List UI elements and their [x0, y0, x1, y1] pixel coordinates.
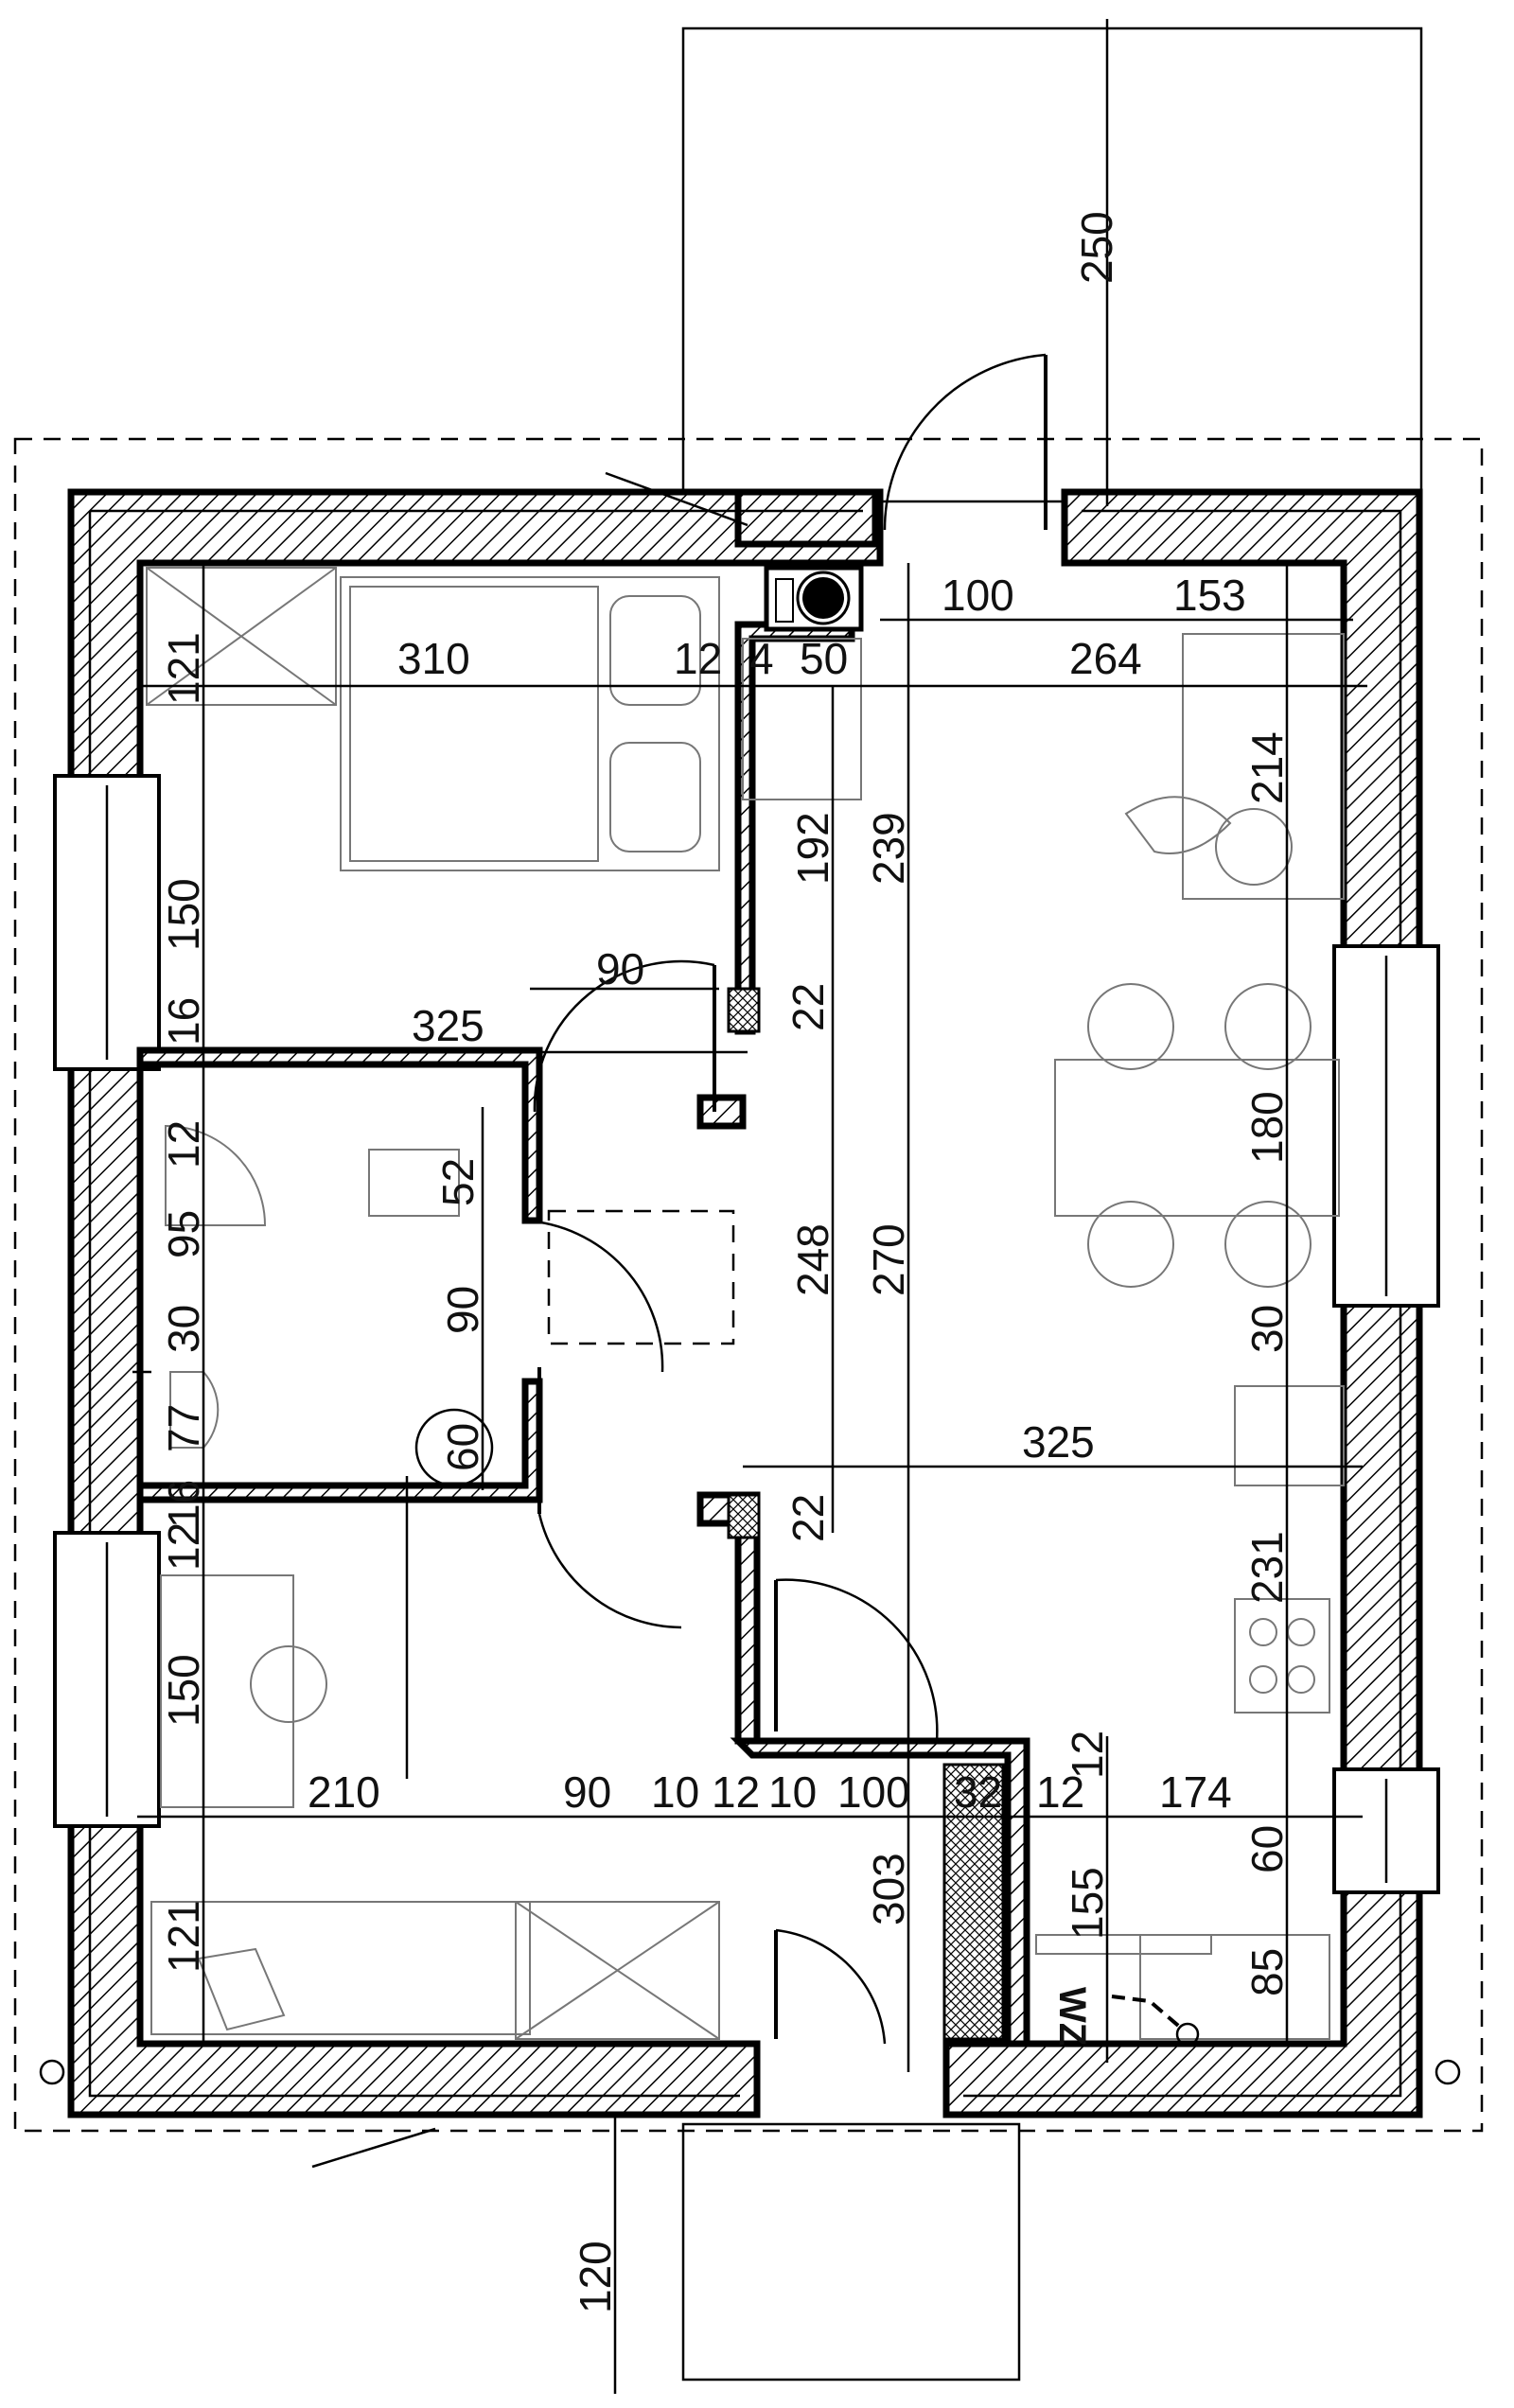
tag-label: WZ: [1051, 1987, 1093, 2046]
dim-label: 4: [749, 634, 774, 683]
vent-duct-2: [727, 1493, 761, 1539]
dim-label: 12: [674, 634, 722, 683]
dim-label: 100: [837, 1767, 910, 1817]
dim-label: 264: [1069, 634, 1142, 683]
dim-label: 325: [1022, 1417, 1095, 1467]
dim-label: 325: [412, 1001, 484, 1050]
dim-label: 10: [768, 1767, 817, 1817]
dim-label: 30: [159, 1305, 208, 1353]
dim-label: 12: [159, 1120, 208, 1169]
dim-label: 12: [1063, 1731, 1112, 1779]
dim-label: 77: [159, 1404, 208, 1452]
dim-label: 121: [159, 1900, 208, 1973]
dim-label: 95: [159, 1210, 208, 1258]
dim-label: 30: [1242, 1305, 1292, 1353]
dim-label: 121: [159, 632, 208, 705]
dim-label: 90: [563, 1767, 611, 1817]
doors: [524, 353, 1047, 2045]
dim-label: 60: [1242, 1825, 1292, 1873]
dimension-lines: [137, 19, 1367, 2394]
installation-shaft: [942, 1763, 1005, 2041]
dim-label: 153: [1173, 571, 1246, 620]
dim-label: 120: [571, 2241, 620, 2313]
top-terrace: [681, 26, 1423, 503]
furniture: [132, 567, 1345, 2047]
dim-label: 22: [783, 983, 833, 1031]
windows: [53, 774, 1440, 1894]
roof-outline: [13, 437, 1484, 2133]
dimension-labels: 250 100 153 310 12 4 50 264 121 214 192 …: [159, 211, 1292, 2313]
dim-label: 100: [942, 571, 1014, 620]
dim-label: 60: [438, 1423, 487, 1471]
dim-label: 10: [651, 1767, 699, 1817]
dim-label: 250: [1072, 211, 1121, 284]
dim-label: 90: [596, 944, 644, 993]
dim-label: 192: [788, 812, 837, 885]
dim-label: 174: [1159, 1767, 1232, 1817]
dim-label: 155: [1063, 1867, 1112, 1940]
dim-label: 248: [788, 1223, 837, 1296]
misc-marks: [39, 471, 1461, 2169]
vent-duct-1: [727, 987, 761, 1033]
dim-label: 12: [159, 1522, 208, 1571]
dim-label: 239: [864, 812, 913, 885]
dim-label: 150: [159, 1654, 208, 1727]
dim-label: 150: [159, 878, 208, 951]
dim-label: 310: [397, 634, 470, 683]
dim-label: 210: [308, 1767, 380, 1817]
dim-label: 50: [800, 634, 848, 683]
dim-label: 231: [1242, 1531, 1292, 1604]
dim-label: 303: [864, 1853, 913, 1925]
dim-label: 12: [1036, 1767, 1084, 1817]
bottom-terrace: [681, 2122, 1021, 2382]
dim-label: 52: [433, 1158, 483, 1206]
dim-label: 22: [783, 1494, 833, 1542]
dim-label: 12: [712, 1767, 760, 1817]
dim-label: 214: [1242, 731, 1292, 804]
dim-label: 16: [159, 997, 208, 1046]
dim-label: 180: [1242, 1091, 1292, 1164]
dim-label: 32: [954, 1767, 1002, 1817]
dim-label: 16: [159, 1480, 208, 1528]
chimney: [764, 565, 864, 632]
dim-label: 85: [1242, 1948, 1292, 1996]
dim-label: 90: [438, 1286, 487, 1334]
dim-label: 270: [864, 1223, 913, 1296]
